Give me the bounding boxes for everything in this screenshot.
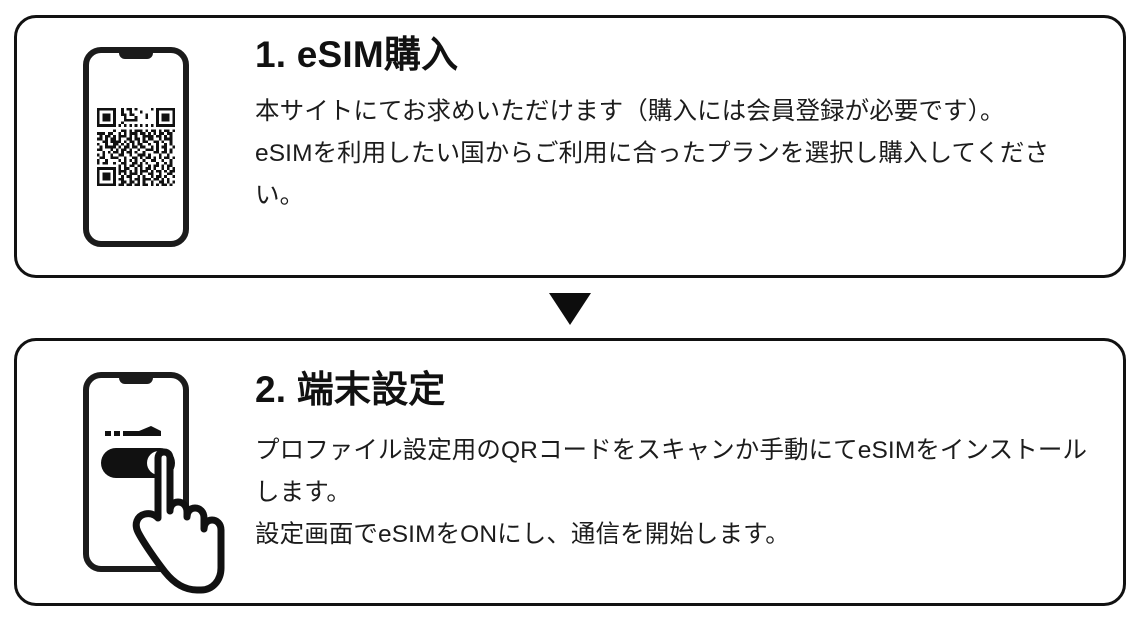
step-1-paragraph-1: 本サイトにてお求めいただけます（購入には会員登録が必要です）。 [255, 97, 1005, 125]
step-1-icon-container [17, 18, 255, 275]
step-1-title: 1. eSIM購入 [255, 34, 459, 75]
step-2-body: プロファイル設定用のQRコードをスキャンか手動にてeSIMをインストールします。… [255, 430, 1089, 556]
qr-code-icon [97, 107, 175, 186]
step-1-body: 本サイトにてお求めいただけます（購入には会員登録が必要です）。 eSIMを利用し… [255, 91, 1089, 217]
step-2-paragraph-2: 設定画面でeSIMをONにし、通信を開始します。 [255, 520, 790, 548]
smartphone-qr-code-icon [83, 46, 189, 247]
step-card-2: 2. 端末設定 プロファイル設定用のQRコードをスキャンか手動にてeSIMをイン… [14, 338, 1126, 606]
step-1-paragraph-2: eSIMを利用したい国からご利用に合ったプランを選択し購入してください。 [255, 139, 1050, 209]
step-2-text-container: 2. 端末設定 プロファイル設定用のQRコードをスキャンか手動にてeSIMをイン… [255, 341, 1123, 556]
step-2-title: 2. 端末設定 [255, 369, 446, 410]
settings-row-icon [105, 426, 161, 436]
pointing-hand-icon [132, 448, 225, 594]
step-2-paragraph-1: プロファイル設定用のQRコードをスキャンか手動にてeSIMをインストールします。 [255, 436, 1088, 506]
down-arrow-icon [549, 293, 591, 325]
phone-notch [119, 377, 153, 384]
step-card-1: 1. eSIM購入 本サイトにてお求めいただけます（購入には会員登録が必要です）… [14, 15, 1126, 278]
step-1-text-container: 1. eSIM購入 本サイトにてお求めいただけます（購入には会員登録が必要です）… [255, 18, 1123, 217]
phone-notch [119, 51, 153, 59]
step-2-icon-container [17, 341, 255, 603]
smartphone-toggle-hand-icon [83, 372, 225, 594]
